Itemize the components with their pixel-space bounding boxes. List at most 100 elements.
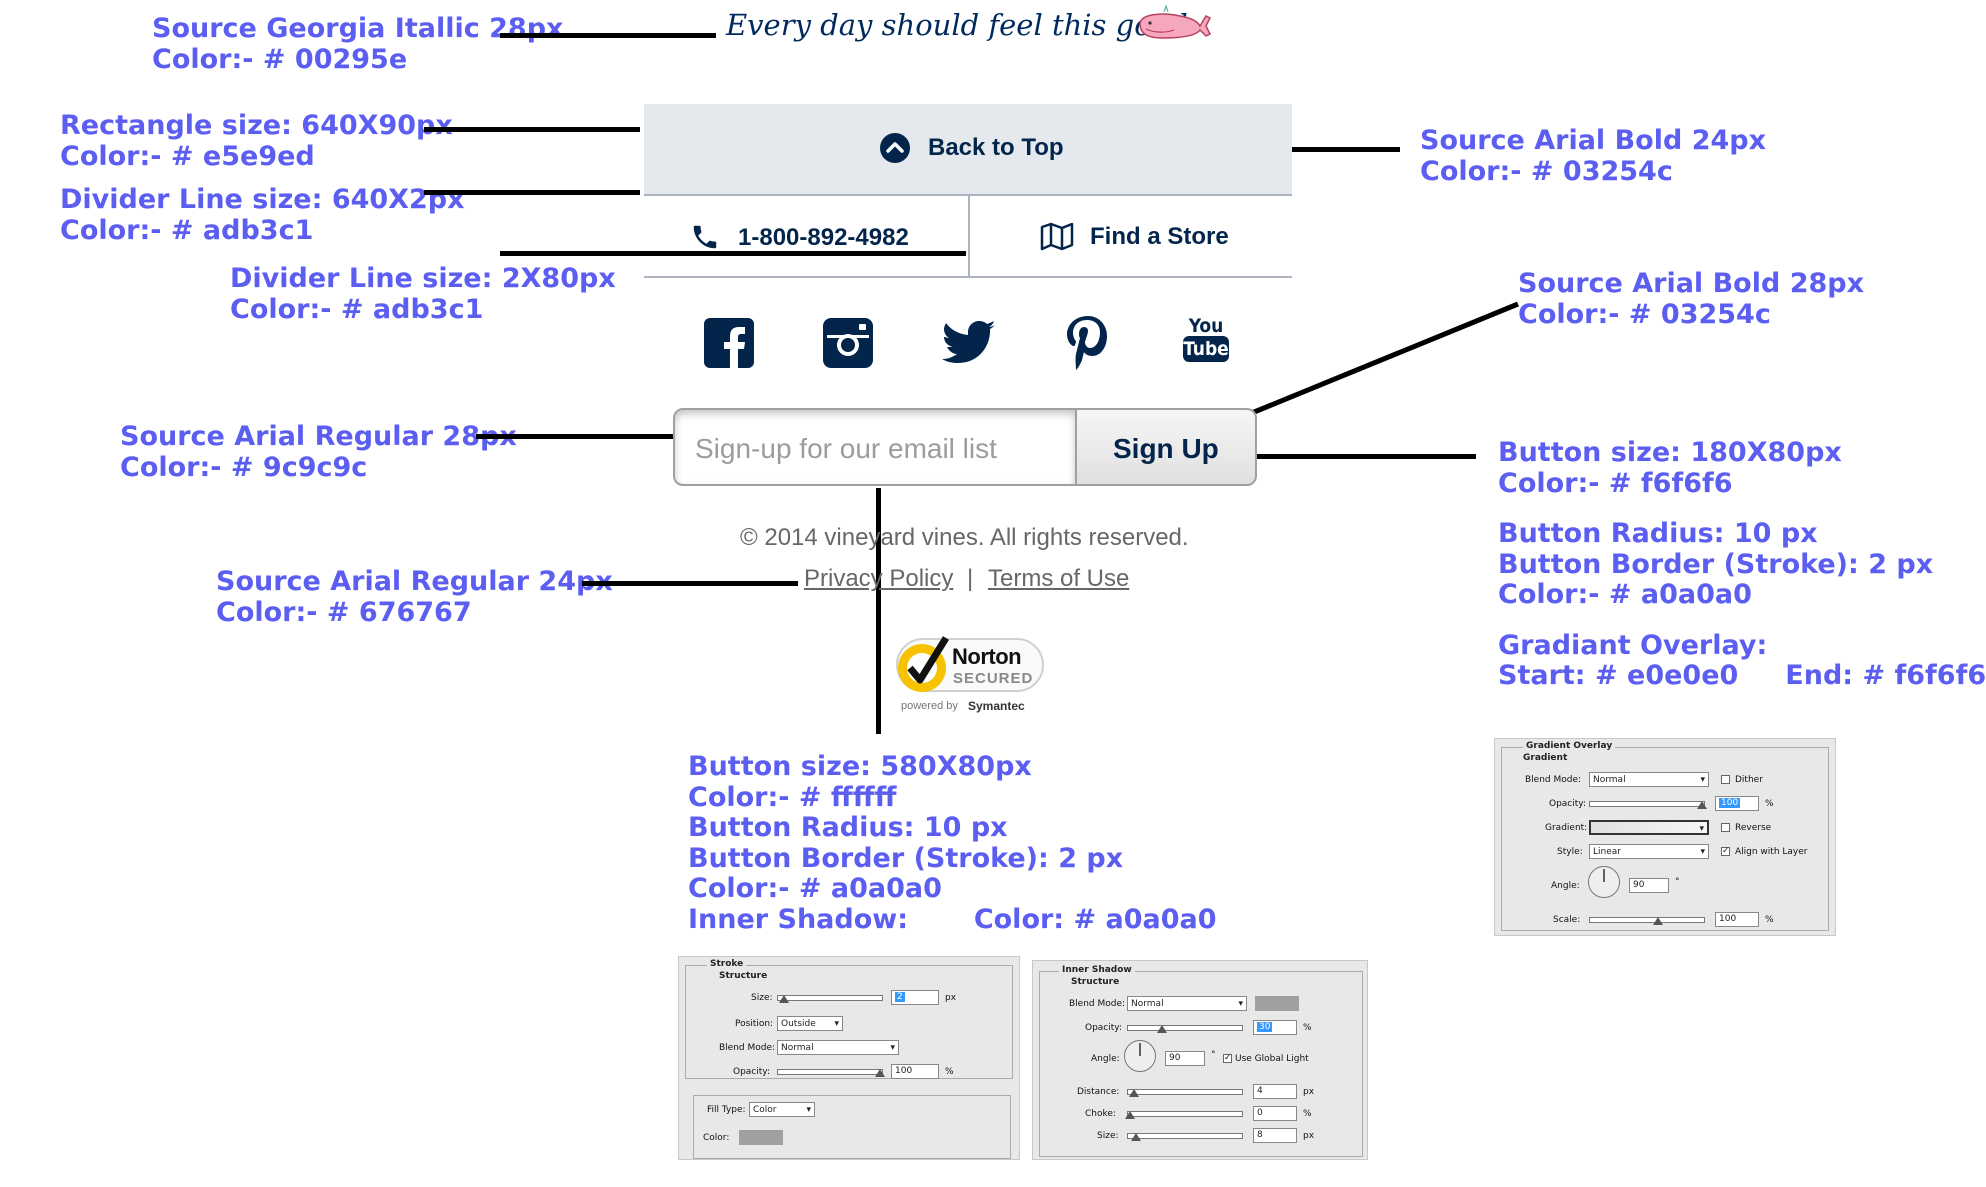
- distance-slider-knob[interactable]: [1129, 1089, 1139, 1097]
- annotation-line: Inner Shadow: Color: # a0a0a0: [688, 903, 1217, 935]
- size-slider-knob[interactable]: [1131, 1133, 1141, 1141]
- angle-input[interactable]: 90: [1165, 1051, 1205, 1066]
- annotation-line: Color:- # 9c9c9c: [120, 451, 368, 483]
- size-slider[interactable]: [1127, 1133, 1243, 1139]
- panel-group-title: Structure: [719, 971, 768, 981]
- panel-title: Stroke: [707, 959, 747, 969]
- percent-label: %: [1765, 799, 1774, 809]
- blend-mode-select[interactable]: Normal: [777, 1040, 899, 1056]
- find-store-link[interactable]: Find a Store: [970, 196, 1292, 276]
- annotation-button-font: Source Arial Bold 28px Color:- # 03254c: [1518, 268, 1864, 330]
- scale-slider[interactable]: [1589, 917, 1705, 923]
- opacity-slider[interactable]: [777, 1069, 883, 1075]
- opacity-slider[interactable]: [1127, 1025, 1243, 1031]
- copyright: © 2014 vineyard vines. All rights reserv…: [740, 524, 1189, 551]
- size-input[interactable]: 8: [1253, 1128, 1297, 1143]
- dither-checkbox[interactable]: [1721, 775, 1730, 784]
- annotation-line: Color:- # e5e9ed: [60, 140, 315, 172]
- sign-up-label: Sign Up: [1113, 433, 1219, 464]
- choke-input[interactable]: 0: [1253, 1106, 1297, 1121]
- px-label: px: [1303, 1131, 1315, 1141]
- use-global-light-checkbox[interactable]: ✓: [1223, 1053, 1232, 1063]
- opacity-label: Opacity:: [1549, 799, 1586, 809]
- pinterest-icon[interactable]: [1067, 316, 1107, 370]
- annotation-line: Button Radius: 10 px: [688, 812, 1008, 843]
- fill-type-select[interactable]: Color: [749, 1102, 815, 1118]
- leader-line-divider-h: [424, 190, 640, 195]
- style-select[interactable]: Linear: [1589, 844, 1709, 860]
- twitter-icon[interactable]: [942, 320, 996, 364]
- instagram-icon[interactable]: [823, 318, 873, 368]
- color-label: Color:: [703, 1133, 730, 1143]
- leader-line-tagline: [500, 33, 716, 38]
- percent-label: %: [1765, 915, 1774, 925]
- terms-of-use-link[interactable]: Terms of Use: [988, 565, 1130, 592]
- sign-up-button[interactable]: Sign Up: [1075, 408, 1257, 486]
- norton-secured-badge[interactable]: Norton SECURED powered by Symantec: [890, 632, 1050, 718]
- annotation-tagline-font: Source Georgia Itallic 28px Color:- # 00…: [152, 13, 563, 75]
- youtube-icon[interactable]: You Tube: [1183, 316, 1229, 368]
- opacity-input[interactable]: 30: [1253, 1020, 1297, 1035]
- panel-title: Gradient Overlay: [1523, 741, 1616, 751]
- angle-dial-icon[interactable]: [1587, 865, 1621, 899]
- size-input[interactable]: 2: [891, 990, 939, 1005]
- whale-logo-icon: [1139, 4, 1212, 39]
- percent-label: %: [1303, 1109, 1312, 1119]
- choke-slider[interactable]: [1127, 1111, 1243, 1117]
- opacity-slider-knob[interactable]: [1697, 801, 1707, 809]
- annotation-line: Divider Line size: 640X2px: [60, 184, 465, 215]
- opacity-slider-knob[interactable]: [1157, 1025, 1167, 1033]
- size-slider[interactable]: [777, 995, 883, 1001]
- choke-slider-knob[interactable]: [1125, 1111, 1135, 1119]
- opacity-input[interactable]: 100: [1715, 796, 1759, 811]
- phone-link[interactable]: 1-800-892-4982: [644, 196, 968, 276]
- panel-group-border: [685, 965, 1013, 1079]
- angle-dial-icon[interactable]: [1123, 1039, 1157, 1073]
- leader-line-divider-v: [500, 251, 966, 256]
- panel-group-title: Gradient: [1523, 753, 1568, 763]
- annotation-line: Color:- # a0a0a0: [1498, 579, 1752, 610]
- blend-mode-select[interactable]: Normal: [1589, 772, 1709, 788]
- annotation-line: Color:- # 00295e: [152, 43, 408, 75]
- opacity-label: Opacity:: [733, 1067, 770, 1077]
- tagline: Every day should feel this good.: [726, 8, 1197, 42]
- phone-icon: [693, 225, 717, 249]
- norton-symantec: Symantec: [968, 699, 1025, 713]
- annotation-signup-button: Button size: 180X80px Color:- # f6f6f6 B…: [1498, 437, 1986, 692]
- youtube-tube: Tube: [1183, 336, 1229, 362]
- leader-line-rectangle: [424, 127, 640, 132]
- scale-input[interactable]: 100: [1715, 912, 1759, 927]
- scale-slider-knob[interactable]: [1653, 917, 1663, 925]
- reverse-checkbox[interactable]: [1721, 823, 1730, 832]
- map-icon: [1040, 222, 1074, 251]
- dither-label: Dither: [1735, 775, 1763, 785]
- opacity-slider-knob[interactable]: [875, 1069, 885, 1077]
- back-to-top-bar[interactable]: Back to Top: [644, 104, 1292, 194]
- opacity-value: 100: [1719, 798, 1741, 808]
- position-select[interactable]: Outside: [777, 1016, 843, 1032]
- privacy-policy-link[interactable]: Privacy Policy: [804, 565, 954, 592]
- distance-slider[interactable]: [1127, 1089, 1243, 1095]
- angle-input[interactable]: 90: [1629, 878, 1669, 893]
- annotation-spacer: [1498, 499, 1986, 519]
- blend-mode-select[interactable]: Normal: [1127, 996, 1247, 1012]
- size-slider-knob[interactable]: [779, 995, 789, 1003]
- facebook-icon[interactable]: [704, 318, 754, 368]
- opacity-input[interactable]: 100: [891, 1064, 939, 1079]
- annotation-line: Color:- # ffffff: [688, 781, 897, 813]
- align-with-layer-checkbox[interactable]: ✓: [1721, 846, 1730, 856]
- color-swatch[interactable]: [739, 1130, 783, 1145]
- annotation-line: Button size: 580X80px: [688, 751, 1032, 782]
- distance-input[interactable]: 4: [1253, 1084, 1297, 1099]
- divider-line-horizontal: [644, 194, 1292, 196]
- annotation-spacer: [1498, 611, 1986, 631]
- opacity-slider[interactable]: [1589, 801, 1705, 807]
- fill-group-border: [693, 1095, 1011, 1159]
- choke-label: Choke:: [1085, 1109, 1116, 1119]
- email-signup-input[interactable]: Sign-up for our email list: [673, 408, 1077, 486]
- shadow-color-swatch[interactable]: [1255, 996, 1299, 1011]
- find-store-label: Find a Store: [1090, 223, 1229, 250]
- norton-secured: SECURED: [953, 670, 1034, 687]
- angle-label: Angle:: [1551, 881, 1580, 891]
- gradient-picker[interactable]: [1589, 820, 1709, 837]
